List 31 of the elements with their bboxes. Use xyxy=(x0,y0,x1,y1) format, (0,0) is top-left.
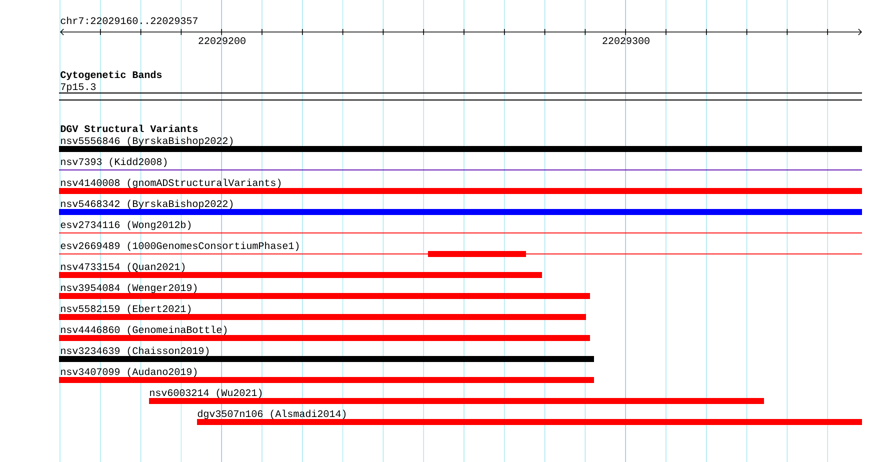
variant-feature: nsv5468342 (ByrskaBishop2022) xyxy=(59,200,862,215)
variant-feature: nsv4446860 (GenomeinaBottle) xyxy=(59,326,590,341)
variant-feature: nsv7393 (Kidd2008) xyxy=(58,158,862,170)
node-label: nsv5468342 (ByrskaBishop2022) xyxy=(61,200,233,210)
node-label: nsv3407099 (Audano2019) xyxy=(61,368,197,378)
node-label: nsv4140008 (gnomADStructuralVariants) xyxy=(61,178,281,188)
node-label: nsv3954084 (Wenger2019) xyxy=(61,284,197,294)
variant-feature: nsv5556846 (ByrskaBishop2022) xyxy=(59,136,862,152)
variant-feature: nsv5582159 (Ebert2021) xyxy=(59,304,586,320)
variant-feature: nsv4733154 (Quan2021) xyxy=(59,262,542,278)
variant-feature: nsv6003214 (Wu2021) xyxy=(149,388,764,404)
node-label: nsv3234639 (Chaisson2019) xyxy=(61,346,209,356)
node-label: nsv4733154 (Quan2021) xyxy=(61,262,185,272)
variant-feature: dgv3507n106 (Alsmadi2014) xyxy=(197,410,862,425)
variant-feature: nsv4140008 (gnomADStructuralVariants) xyxy=(59,178,862,194)
variant-feature: nsv3407099 (Audano2019) xyxy=(59,368,594,383)
variant-feature: esv2669489 (1000GenomesConsortiumPhase1) xyxy=(58,242,862,257)
node-label: nsv4446860 (GenomeinaBottle) xyxy=(61,326,227,336)
node-label: dgv3507n106 (Alsmadi2014) xyxy=(198,410,346,420)
node-label: nsv6003214 (Wu2021) xyxy=(150,388,262,398)
node-label: nsv5556846 (ByrskaBishop2022) xyxy=(61,136,233,146)
location-title: chr7:22029160..22029357 xyxy=(60,16,198,24)
tick-label: 22029200 xyxy=(198,37,246,44)
cytoband-feature: 7p15.3 xyxy=(58,83,862,100)
variant-feature: nsv3954084 (Wenger2019) xyxy=(59,284,590,299)
variant-feature: nsv3234639 (Chaisson2019) xyxy=(59,346,594,362)
node-label: nsv5582159 (Ebert2021) xyxy=(61,304,191,314)
tick-label: 22029300 xyxy=(602,37,650,44)
track-heading: DGV Structural Variants xyxy=(60,124,198,132)
node-label: esv2669489 (1000GenomesConsortiumPhase1) xyxy=(60,242,299,252)
variant-feature: esv2734116 (Wong2012b) xyxy=(58,220,862,234)
